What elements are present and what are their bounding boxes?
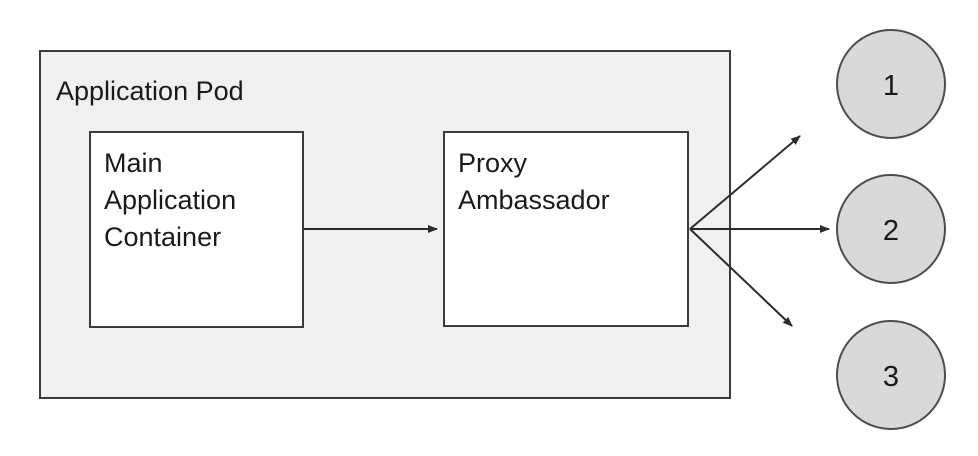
node-circle-2-label: 2 <box>883 215 899 247</box>
node-circle-1[interactable] <box>836 29 946 139</box>
application-pod-label: Application Pod <box>56 76 244 106</box>
main-application-container-line-1: Main <box>104 148 163 178</box>
node-circle-2[interactable] <box>836 174 946 284</box>
main-application-container-line-2: Application <box>104 185 236 215</box>
proxy-ambassador-box[interactable] <box>443 131 689 327</box>
proxy-ambassador-line-2: Ambassador <box>458 185 610 215</box>
node-circle-1-label: 1 <box>883 70 899 102</box>
edge-proxy-to-node-3 <box>689 228 793 327</box>
node-circle-3[interactable] <box>836 320 946 430</box>
main-application-container-line-3: Container <box>104 222 221 252</box>
proxy-ambassador-line-1: Proxy <box>458 148 528 178</box>
main-application-container-box[interactable] <box>89 131 304 328</box>
edge-proxy-to-node-1 <box>689 135 801 230</box>
node-circle-3-label: 3 <box>883 361 899 393</box>
